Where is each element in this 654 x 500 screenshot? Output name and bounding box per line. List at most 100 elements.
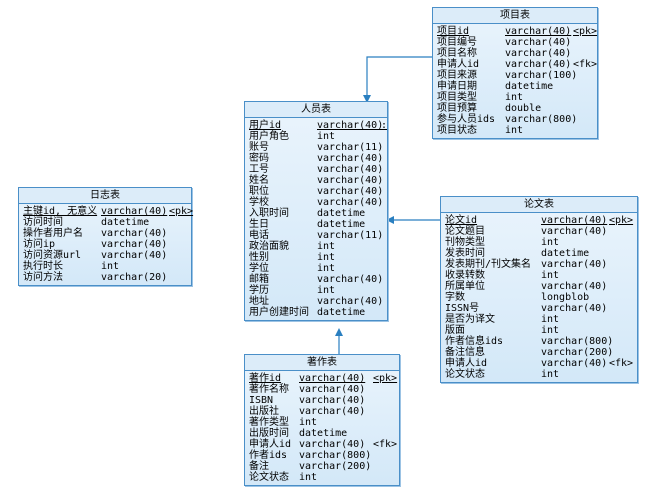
column-name: 项目id: [437, 26, 470, 37]
column-key: <fk>: [373, 439, 398, 450]
entity-column-row: 著作名称 varchar(40): [249, 384, 395, 395]
column-name: 性别: [249, 252, 269, 263]
column-key: <pk>: [609, 215, 634, 226]
column-type: varchar(40): [317, 296, 384, 307]
column-type: datetime: [317, 219, 366, 230]
column-type: varchar(800): [505, 114, 578, 125]
entity-column-row: 参与人员ids varchar(800): [437, 114, 593, 125]
column-type: varchar(40): [505, 26, 572, 37]
column-name: 执行时长: [23, 261, 63, 272]
column-name: 项目预算: [437, 103, 477, 114]
column-name: 是否为译文: [445, 314, 495, 325]
entity-title: 项目表: [433, 8, 597, 24]
entity-column-row: 姓名 varchar(40): [249, 175, 383, 186]
column-name: 论文题目: [445, 226, 485, 237]
column-type: varchar(40): [541, 259, 608, 270]
column-type: int: [317, 131, 336, 142]
column-type: int: [317, 285, 336, 296]
column-name: 发表时间: [445, 248, 485, 259]
column-type: int: [541, 270, 560, 281]
column-type: varchar(40): [317, 175, 384, 186]
column-type: datetime: [299, 428, 348, 439]
column-name: 参与人员ids: [437, 114, 496, 125]
entity-column-row: 学历 int: [249, 285, 383, 296]
column-name: 所属单位: [445, 281, 485, 292]
column-type: datetime: [101, 217, 150, 228]
column-type: varchar(40): [101, 250, 168, 261]
column-name: 出版时间: [249, 428, 289, 439]
entity-column-row: 是否为译文 int: [445, 314, 633, 325]
column-type: varchar(40): [299, 373, 366, 384]
column-type: varchar(40): [317, 164, 384, 175]
column-name: 账号: [249, 142, 269, 153]
column-name: 项目编号: [437, 37, 477, 48]
column-name: 主键id, 无意义: [23, 206, 98, 217]
column-type: varchar(20): [101, 272, 168, 283]
column-type: datetime: [317, 208, 366, 219]
column-name: 政治面貌: [249, 241, 289, 252]
column-name: 姓名: [249, 175, 269, 186]
entity-title: 论文表: [441, 197, 637, 213]
column-name: 访问资源url: [23, 250, 82, 261]
column-name: 申请人id: [445, 358, 488, 369]
column-type: int: [541, 314, 560, 325]
column-name: 版面: [445, 325, 465, 336]
column-type: varchar(40): [299, 406, 366, 417]
column-type: varchar(40): [299, 439, 366, 450]
entity-column-row: 出版时间 datetime: [249, 428, 395, 439]
column-name: 学历: [249, 285, 269, 296]
column-type: varchar(40): [317, 274, 384, 285]
column-type: varchar(40): [505, 37, 572, 48]
entity-title: 人员表: [245, 102, 387, 118]
column-name: 备注: [249, 461, 269, 472]
column-type: int: [299, 472, 318, 483]
column-name: 著作名称: [249, 384, 289, 395]
column-type: varchar(40): [317, 153, 384, 164]
column-name: 项目名称: [437, 48, 477, 59]
column-name: 收录转数: [445, 270, 485, 281]
column-name: ISSN号: [445, 303, 480, 314]
column-key: <pk>: [373, 373, 398, 384]
column-name: 密码: [249, 153, 269, 164]
column-type: varchar(11): [317, 230, 384, 241]
column-type: varchar(40): [299, 384, 366, 395]
column-name: 作者信息ids: [445, 336, 504, 347]
entity-column-row: 项目编号 varchar(40): [437, 37, 593, 48]
column-name: 项目状态: [437, 125, 477, 136]
column-name: 用户角色: [249, 131, 289, 142]
